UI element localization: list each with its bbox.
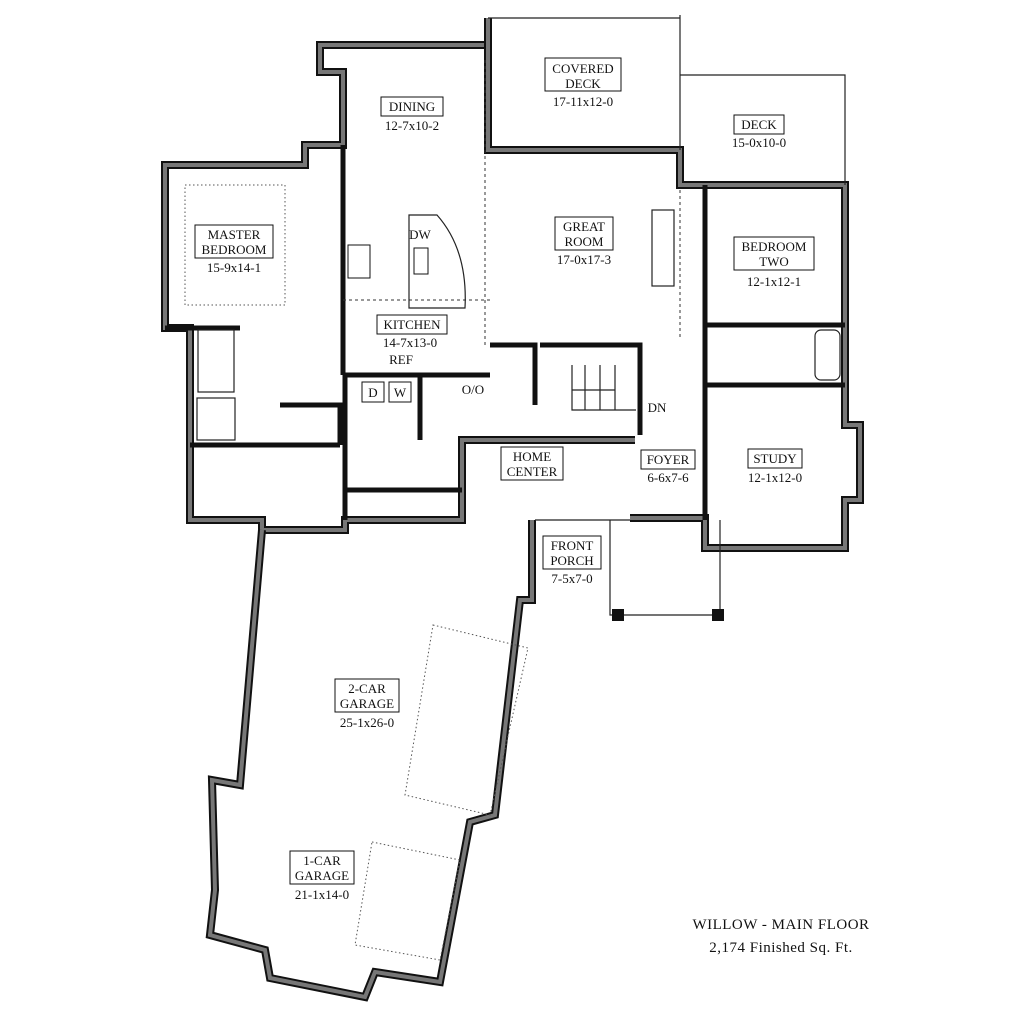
svg-text:KITCHEN: KITCHEN [383,317,441,332]
svg-text:STUDY: STUDY [753,451,797,466]
garage-parking-1car [354,841,461,961]
svg-text:BEDROOM: BEDROOM [741,239,806,254]
room-1-car-garage: 1-CAR GARAGE 21-1x14-0 [289,850,355,902]
svg-text:FRONT: FRONT [551,538,594,553]
room-great-room: GREAT ROOM 17-0x17-3 [554,216,614,267]
room-bedroom-two: BEDROOM TWO 12-1x12-1 [733,236,815,289]
svg-text:1-CAR: 1-CAR [303,853,341,868]
svg-text:25-1x26-0: 25-1x26-0 [340,715,394,730]
cooktop-icon [347,244,371,279]
refrigerator-label: REF [389,352,413,367]
sink-icon [413,247,429,275]
garage-parking-2car [404,624,529,816]
svg-text:17-0x17-3: 17-0x17-3 [557,252,611,267]
svg-text:12-1x12-0: 12-1x12-0 [748,470,802,485]
svg-text:COVERED: COVERED [552,61,613,76]
master-tray-ceiling [184,184,286,306]
svg-text:7-5x7-0: 7-5x7-0 [551,571,592,586]
svg-text:2-CAR: 2-CAR [348,681,386,696]
svg-text:DECK: DECK [565,76,601,91]
dryer [361,381,385,403]
svg-text:6-6x7-6: 6-6x7-6 [647,470,689,485]
svg-text:GARAGE: GARAGE [340,696,394,711]
square-footage: 2,174 Finished Sq. Ft. [709,940,853,956]
plan-title: WILLOW - MAIN FLOOR [692,917,869,933]
bathtub-icon [814,329,841,381]
room-front-porch: FRONT PORCH 7-5x7-0 [542,535,602,586]
svg-text:MASTER: MASTER [208,227,261,242]
room-2-car-garage: 2-CAR GARAGE 25-1x26-0 [334,678,400,730]
svg-text:DECK: DECK [741,117,777,132]
oven-label: O/O [462,382,484,397]
svg-text:BEDROOM: BEDROOM [201,242,266,257]
bathtub-icon [197,329,235,393]
front-porch-structure [609,520,724,621]
dishwasher-label: DW [409,227,431,242]
interior-walls [165,15,846,521]
svg-text:14-7x13-0: 14-7x13-0 [383,335,437,350]
stairs: DN [571,365,667,415]
svg-text:GREAT: GREAT [563,219,605,234]
svg-text:TWO: TWO [759,254,789,269]
svg-text:DINING: DINING [389,99,435,114]
room-dining: DINING 12-7x10-2 [380,96,444,133]
room-deck: DECK 15-0x10-0 [732,114,786,150]
svg-text:HOME: HOME [513,449,551,464]
fireplace-icon [651,209,675,287]
stairs-down-label: DN [648,400,667,415]
svg-text:21-1x14-0: 21-1x14-0 [295,887,349,902]
svg-text:FOYER: FOYER [647,452,690,467]
room-master-bedroom: MASTER BEDROOM 15-9x14-1 [194,224,274,275]
shower-icon [196,397,236,441]
svg-text:17-11x12-0: 17-11x12-0 [553,94,613,109]
porch-post [612,609,624,621]
room-study: STUDY 12-1x12-0 [747,448,803,485]
svg-text:ROOM: ROOM [564,234,603,249]
kitchen-island: DW REF D W O/O [347,214,484,403]
svg-text:GARAGE: GARAGE [295,868,349,883]
room-foyer: FOYER 6-6x7-6 [640,449,696,485]
svg-text:15-9x14-1: 15-9x14-1 [207,260,261,275]
room-home-center: HOME CENTER [500,446,564,481]
svg-text:12-1x12-1: 12-1x12-1 [747,274,801,289]
svg-text:12-7x10-2: 12-7x10-2 [385,118,439,133]
room-covered-deck: COVERED DECK 17-11x12-0 [544,57,622,109]
room-kitchen: KITCHEN 14-7x13-0 [376,314,448,350]
svg-text:PORCH: PORCH [550,553,593,568]
exterior-walls [161,18,864,1002]
svg-text:CENTER: CENTER [507,464,558,479]
washer [388,381,412,403]
dryer-label: D [368,385,377,400]
svg-text:15-0x10-0: 15-0x10-0 [732,135,786,150]
washer-label: W [394,385,407,400]
porch-post [712,609,724,621]
